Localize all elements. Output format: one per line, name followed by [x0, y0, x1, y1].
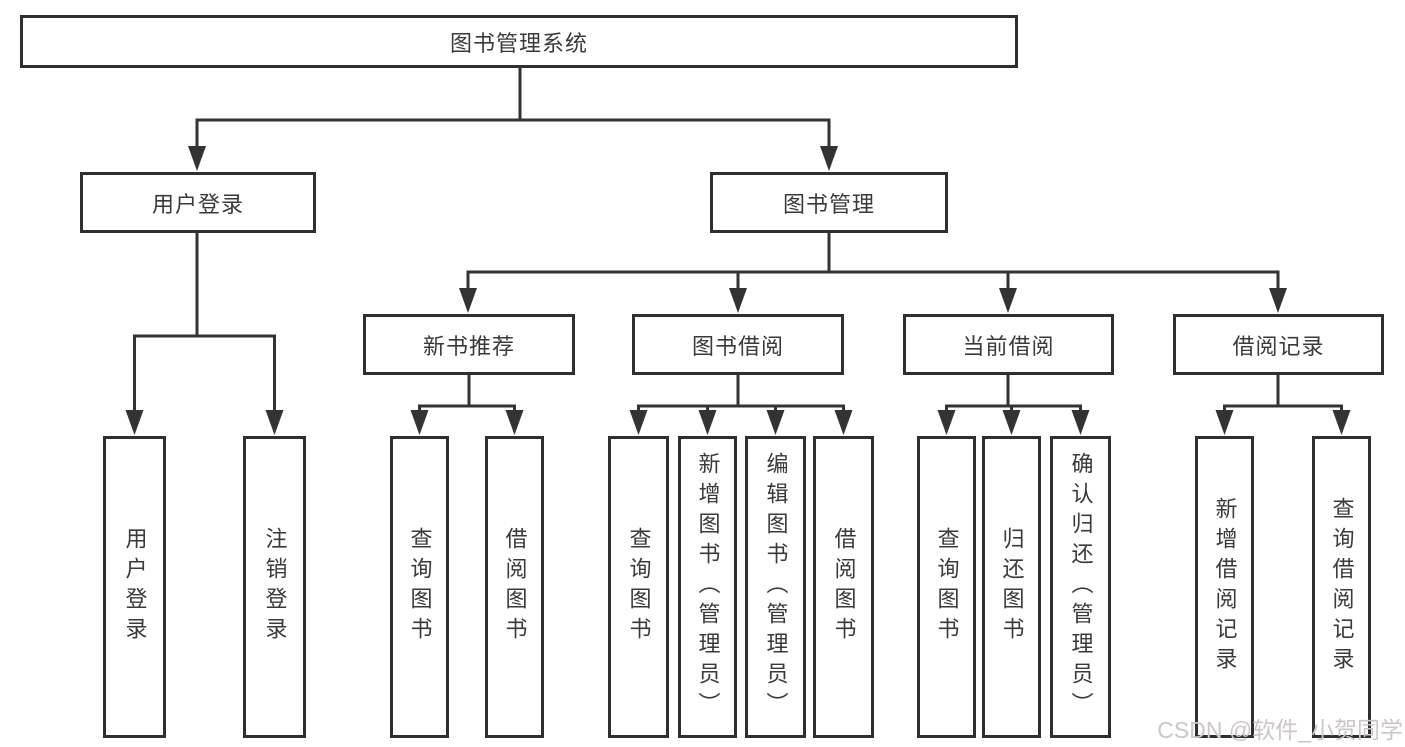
node-leaf-borrow-query-books: 查询图书 [608, 436, 669, 738]
node-leaf-user-login-label: 用户登录 [122, 527, 148, 647]
connector-login-to-leaves [125, 233, 284, 435]
node-leaf-records-query-record-label: 查询借阅记录 [1329, 497, 1355, 677]
watermark: CSDN @软件_小贺同学 [1157, 717, 1403, 743]
node-leaf-logout: 注销登录 [243, 436, 306, 738]
node-leaf-current-confirm-return-admin: 确认归还（管理员） [1050, 436, 1111, 738]
node-leaf-current-query-books-label: 查询图书 [934, 527, 960, 647]
node-leaf-current-confirm-return-admin-label: 确认归还（管理员） [1068, 452, 1094, 722]
node-leaf-borrow-add-books-admin: 新增图书（管理员） [678, 436, 737, 738]
node-leaf-current-query-books: 查询图书 [917, 436, 976, 738]
node-book-management: 图书管理 [710, 172, 948, 233]
connector-manage-to-level3 [459, 233, 1287, 313]
node-current-borrow: 当前借阅 [903, 314, 1114, 375]
connector-current-to-leaves [937, 375, 1090, 435]
node-new-book-recommend-label: 新书推荐 [422, 333, 515, 359]
node-leaf-recommend-query-books: 查询图书 [390, 436, 449, 738]
node-borrow-records-label: 借阅记录 [1232, 333, 1325, 359]
node-leaf-recommend-borrow-books-label: 借阅图书 [502, 527, 528, 647]
node-leaf-user-login: 用户登录 [103, 436, 166, 738]
node-current-borrow-label: 当前借阅 [962, 333, 1055, 359]
node-root-label: 图书管理系统 [449, 30, 588, 56]
node-leaf-recommend-borrow-books: 借阅图书 [485, 436, 544, 738]
connector-borrow-to-leaves [629, 375, 853, 435]
node-leaf-current-return-books: 归还图书 [982, 436, 1041, 738]
node-user-login: 用户登录 [80, 172, 316, 233]
node-leaf-records-add-record: 新增借阅记录 [1195, 436, 1254, 738]
node-leaf-borrow-edit-books-admin: 编辑图书（管理员） [745, 436, 806, 738]
node-leaf-records-query-record: 查询借阅记录 [1312, 436, 1371, 738]
node-leaf-recommend-query-books-label: 查询图书 [407, 527, 433, 647]
node-borrow-records: 借阅记录 [1173, 314, 1384, 375]
node-book-borrow: 图书借阅 [632, 314, 844, 375]
node-leaf-borrow-add-books-admin-label: 新增图书（管理员） [695, 452, 721, 722]
node-leaf-current-return-books-label: 归还图书 [999, 527, 1025, 647]
node-book-borrow-label: 图书借阅 [691, 333, 784, 359]
node-user-login-label: 用户登录 [151, 191, 244, 217]
node-root: 图书管理系统 [20, 15, 1018, 68]
node-leaf-logout-label: 注销登录 [262, 527, 288, 647]
connector-recommend-to-leaves [410, 375, 524, 435]
node-leaf-records-add-record-label: 新增借阅记录 [1212, 497, 1238, 677]
node-book-management-label: 图书管理 [782, 191, 875, 217]
node-leaf-borrow-edit-books-admin-label: 编辑图书（管理员） [763, 452, 789, 722]
node-new-book-recommend: 新书推荐 [363, 314, 575, 375]
connector-root-to-level2 [188, 66, 838, 171]
connector-records-to-leaves [1215, 375, 1351, 435]
node-leaf-borrow-borrow-books-label: 借阅图书 [831, 527, 857, 647]
node-leaf-borrow-query-books-label: 查询图书 [626, 527, 652, 647]
node-leaf-borrow-borrow-books: 借阅图书 [813, 436, 874, 738]
